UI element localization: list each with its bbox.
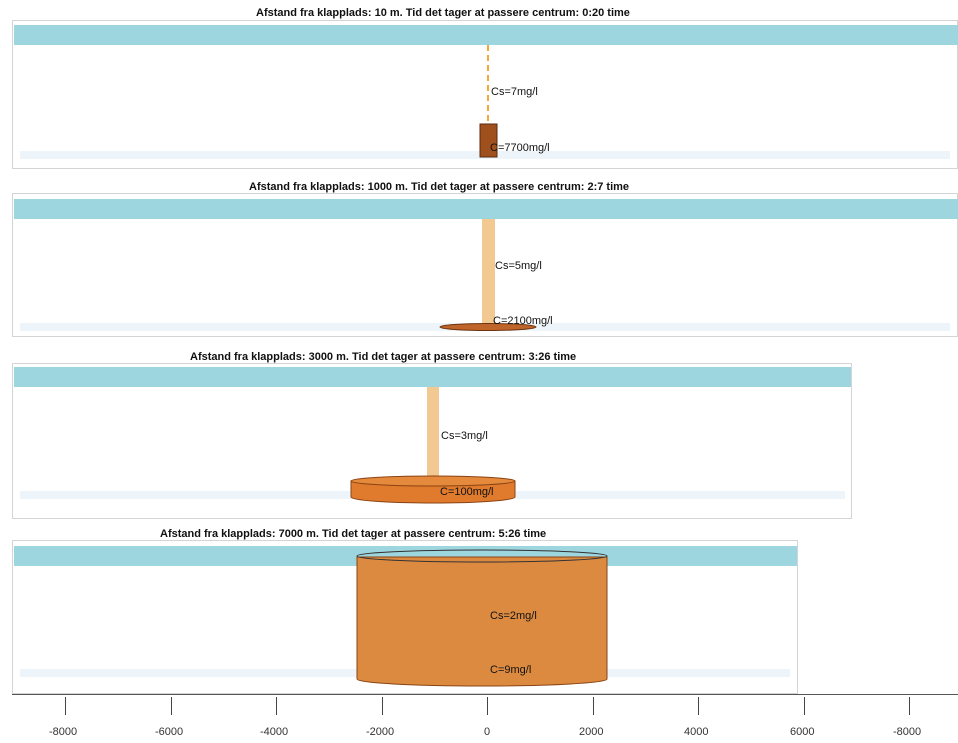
- water-band-10m: [14, 25, 958, 45]
- panel-title-10m: Afstand fra klapplads: 10 m. Tid det tag…: [256, 7, 630, 19]
- x-tick-mark: [804, 697, 805, 715]
- c-label-3000m: C=100mg/l: [440, 486, 494, 498]
- x-axis-line: [12, 694, 958, 695]
- plume-column-3000m: [427, 387, 439, 482]
- x-tick-label: 4000: [684, 726, 709, 738]
- sediment-cylinder-3000m: [350, 480, 516, 504]
- c-label-10m: C=7700mg/l: [490, 142, 550, 154]
- x-tick-label: 2000: [579, 726, 604, 738]
- x-tick-label: -8000: [49, 726, 78, 738]
- x-tick-label: -6000: [155, 726, 184, 738]
- sediment-cloud-top-7000m: [356, 549, 608, 563]
- plume-column-1000m: [482, 219, 495, 325]
- panel-title-3000m: Afstand fra klapplads: 3000 m. Tid det t…: [190, 351, 577, 363]
- x-tick-label: 6000: [790, 726, 815, 738]
- sediment-block-10m: [479, 123, 498, 158]
- sediment-cloud-7000m: [356, 556, 608, 687]
- panel-title-1000m: Afstand fra klapplads: 1000 m. Tid det t…: [249, 181, 630, 193]
- x-tick-mark: [382, 697, 383, 715]
- x-tick-mark: [909, 697, 910, 715]
- x-tick-label: -4000: [260, 726, 289, 738]
- x-tick-label: -2000: [366, 726, 395, 738]
- water-band-1000m: [14, 199, 958, 219]
- x-tick-mark: [276, 697, 277, 715]
- x-tick-mark: [698, 697, 699, 715]
- c-label-1000m: C=2100mg/l: [493, 315, 553, 327]
- x-tick-label: 0: [484, 726, 491, 738]
- x-tick-mark: [593, 697, 594, 715]
- cs-label-3000m: Cs=3mg/l: [441, 430, 488, 442]
- cs-label-7000m: Cs=2mg/l: [490, 610, 537, 622]
- x-tick-mark: [171, 697, 172, 715]
- x-tick-mark: [487, 697, 488, 715]
- sediment-cylinder-top-3000m: [350, 475, 516, 487]
- water-band-3000m: [14, 367, 851, 387]
- x-tick-mark: [65, 697, 66, 715]
- sediment-lens-1000m: [439, 323, 537, 331]
- cs-label-10m: Cs=7mg/l: [491, 86, 538, 98]
- cs-label-1000m: Cs=5mg/l: [495, 260, 542, 272]
- panel-title-7000m: Afstand fra klapplads: 7000 m. Tid det t…: [160, 528, 547, 540]
- c-label-7000m: C=9mg/l: [490, 664, 532, 676]
- x-tick-label: -8000: [893, 726, 922, 738]
